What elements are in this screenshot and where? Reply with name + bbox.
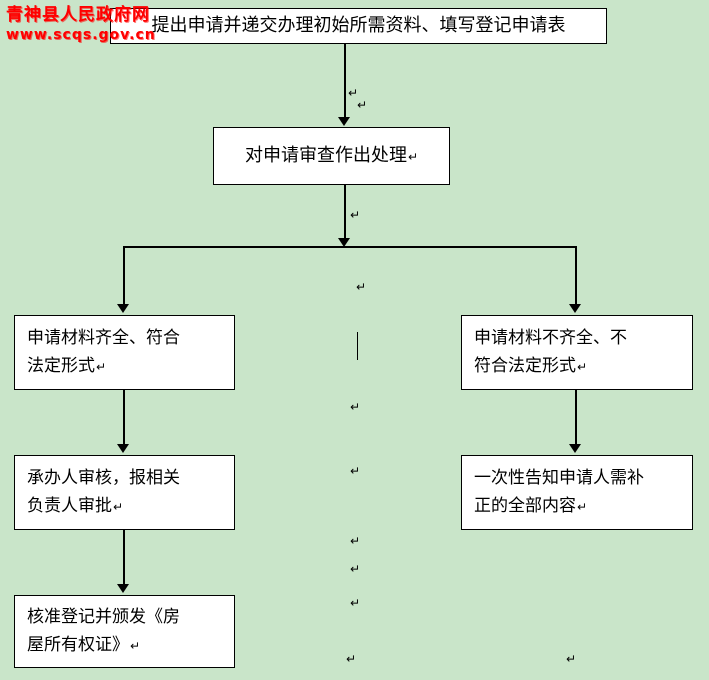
watermark: 青神县人民政府网 www.scqs.gov.cn (6, 4, 156, 44)
paragraph-mark: ↵ (356, 280, 367, 294)
flow-step-issue-certificate: 核准登记并颁发《房 屋所有权证》↵ (14, 595, 235, 668)
arrow-head-down (117, 304, 129, 313)
paragraph-mark: ↵ (566, 652, 577, 666)
paragraph-mark: ↵ (348, 86, 359, 100)
watermark-site-name: 青神县人民政府网 (6, 5, 150, 25)
line-break-mark: ↵ (407, 149, 419, 164)
text-cursor (357, 332, 358, 360)
flow-step-label: 提出申请并递交办理初始所需资料、填写登记申请表 (151, 15, 566, 36)
paragraph-mark: ↵ (350, 208, 361, 222)
arrow-line (123, 246, 125, 304)
flow-step-submit-application: 提出申请并递交办理初始所需资料、填写登记申请表 (110, 8, 607, 44)
paragraph-mark: ↵ (350, 562, 361, 576)
paragraph-mark: ↵ (350, 400, 361, 414)
flow-step-notify-corrections: 一次性告知申请人需补 正的全部内容↵ (461, 455, 693, 530)
paragraph-mark: ↵ (350, 534, 361, 548)
flow-step-review-application: 对申请审查作出处理↵ (213, 127, 450, 185)
branch-connector-line (124, 246, 577, 248)
flow-step-label: 对申请审查作出处理 (244, 144, 407, 166)
arrow-line (344, 44, 346, 117)
arrow-line (344, 185, 346, 238)
arrow-head-down (338, 238, 350, 247)
arrow-line (575, 390, 577, 444)
line-break-mark: ↵ (577, 360, 588, 374)
paragraph-mark: ↵ (350, 596, 361, 610)
arrow-line (575, 246, 577, 304)
line-break-mark: ↵ (130, 639, 141, 653)
watermark-site-url: www.scqs.gov.cn (6, 27, 156, 44)
flow-branch-materials-complete: 申请材料齐全、符合 法定形式↵ (14, 315, 235, 390)
flow-branch-materials-incomplete: 申请材料不齐全、不 符合法定形式↵ (461, 315, 693, 390)
arrow-head-down (117, 444, 129, 453)
arrow-line (123, 530, 125, 584)
flow-step-handler-review-approval: 承办人审核，报相关 负责人审批↵ (14, 455, 235, 530)
line-break-mark: ↵ (113, 500, 124, 514)
line-break-mark: ↵ (96, 360, 107, 374)
flow-step-label: 核准登记并颁发《房 屋所有权证》 (27, 607, 180, 655)
flow-step-label: 一次性告知申请人需补 正的全部内容 (474, 468, 644, 516)
arrow-head-down (338, 117, 350, 126)
arrow-head-down (117, 584, 129, 593)
flow-step-label: 申请材料齐全、符合 法定形式 (27, 328, 180, 376)
flow-step-label: 申请材料不齐全、不 符合法定形式 (474, 328, 627, 376)
arrow-head-down (569, 444, 581, 453)
arrow-head-down (569, 304, 581, 313)
flow-step-label: 承办人审核，报相关 负责人审批 (27, 468, 180, 516)
paragraph-mark: ↵ (346, 652, 357, 666)
arrow-line (123, 390, 125, 444)
paragraph-mark: ↵ (357, 98, 368, 112)
line-break-mark: ↵ (577, 500, 588, 514)
paragraph-mark: ↵ (350, 464, 361, 478)
